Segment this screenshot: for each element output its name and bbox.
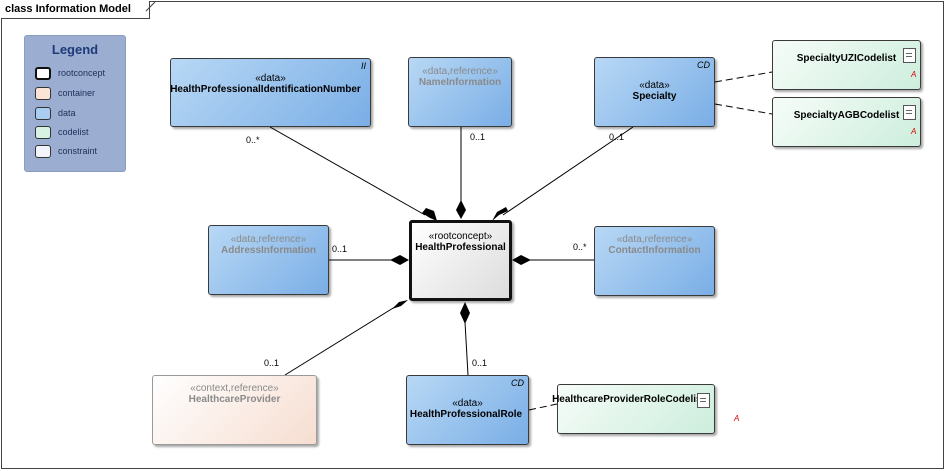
legend-label: codelist: [58, 127, 89, 137]
multiplicity-provider: 0..1: [264, 358, 280, 368]
class-specialty-agb-codelist[interactable]: SpecialtyAGBCodelist A: [772, 97, 921, 147]
type-tag: CD: [697, 60, 710, 70]
diamond-nameinfo: [456, 200, 466, 219]
class-healthcare-provider-role-codelist[interactable]: HealthcareProviderRoleCodelist: [552, 384, 715, 434]
multiplicity-specialty: 0..1: [609, 132, 625, 142]
legend-label: rootconcept: [58, 68, 106, 78]
class-name: AddressInformation: [220, 245, 316, 256]
legend: Legend rootconcept container data codeli…: [24, 35, 126, 172]
class-address-information[interactable]: «data,reference» AddressInformation: [208, 225, 329, 295]
stereotype: «data,reference»: [616, 234, 693, 245]
link-provider: [284, 304, 399, 376]
legend-swatch: [35, 126, 51, 139]
diamond-specialty: [492, 207, 508, 221]
legend-label: container: [58, 88, 96, 98]
diamond-address: [390, 255, 409, 265]
link-hpid: [269, 126, 426, 216]
legend-item-container: container: [35, 87, 125, 101]
class-name: HealthProfessionalIdentificationNumber: [170, 84, 361, 95]
stereotype: «rootconcept»: [428, 231, 493, 242]
stereotype: «data»: [255, 73, 286, 84]
dep-agb: [714, 103, 773, 115]
note-icon: [903, 48, 916, 63]
class-hp-identification-number[interactable]: II «data» HealthProfessionalIdentificati…: [170, 58, 371, 127]
class-name-information[interactable]: «data,reference» NameInformation: [408, 57, 512, 127]
class-name: Specialty: [632, 91, 677, 102]
diamond-hpid: [422, 208, 437, 221]
legend-item-rootconcept: rootconcept: [35, 67, 125, 81]
diamond-provider: [392, 300, 408, 309]
type-tag: II: [360, 61, 366, 71]
link-specialty: [502, 126, 634, 216]
diagram-title: class Information Model: [1, 1, 150, 19]
stereotype: «context,reference»: [190, 383, 279, 394]
abstract-mark: A: [911, 127, 917, 136]
multiplicity-hpid: 0..*: [246, 135, 260, 145]
stereotype: «data,reference»: [230, 234, 307, 245]
legend-swatch: [35, 145, 51, 158]
legend-title: Legend: [51, 42, 99, 57]
class-specialty[interactable]: CD «data» Specialty: [594, 57, 715, 127]
legend-swatch: [35, 67, 51, 80]
stereotype: «data,reference»: [422, 66, 498, 77]
legend-item-codelist: codelist: [35, 126, 125, 140]
stereotype: «data»: [452, 398, 483, 409]
legend-label: data: [58, 108, 76, 118]
multiplicity-address: 0..1: [332, 244, 348, 254]
class-name: HealthcareProviderRoleCodelist: [552, 394, 705, 405]
dep-rolecode: [528, 403, 558, 411]
class-name: SpecialtyUZICodelist: [796, 53, 897, 64]
abstract-mark: A: [734, 414, 740, 423]
class-contact-information[interactable]: «data,reference» ContactInformation: [594, 226, 715, 296]
class-specialty-uzi-codelist[interactable]: SpecialtyUZICodelist A: [772, 40, 921, 90]
multiplicity-contact: 0..*: [573, 242, 587, 252]
abstract-mark: A: [911, 70, 917, 79]
class-name: ContactInformation: [608, 245, 701, 256]
legend-label: constraint: [58, 146, 98, 156]
class-healthcare-provider[interactable]: «context,reference» HealthcareProvider: [152, 375, 317, 445]
legend-item-data: data: [35, 107, 125, 121]
dep-uzi: [714, 71, 773, 83]
legend-item-constraint: constraint: [35, 145, 125, 159]
link-role: [464, 321, 469, 376]
note-icon: [697, 393, 710, 408]
class-health-professional-root[interactable]: «rootconcept» HealthProfessional: [409, 220, 512, 301]
class-name: HealthProfessional: [415, 242, 506, 253]
class-name: HealthcareProvider: [188, 394, 281, 405]
class-health-professional-role[interactable]: CD «data» HealthProfessionalRole: [406, 375, 529, 445]
legend-swatch: [35, 107, 51, 120]
multiplicity-role: 0..1: [472, 358, 488, 368]
class-name: HealthProfessionalRole: [409, 409, 523, 420]
class-name: SpecialtyAGBCodelist: [793, 110, 900, 121]
diamond-role: [460, 302, 470, 324]
stereotype: «data»: [639, 80, 670, 91]
type-tag: CD: [511, 378, 524, 388]
legend-swatch: [35, 87, 51, 100]
diamond-contact: [512, 255, 531, 265]
note-icon: [903, 105, 916, 120]
class-name: NameInformation: [418, 77, 502, 88]
multiplicity-nameinfo: 0..1: [470, 132, 486, 142]
